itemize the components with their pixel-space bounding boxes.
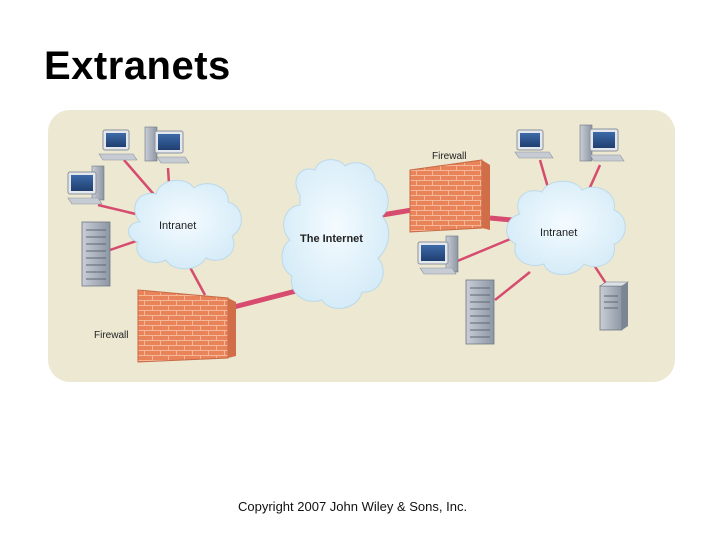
bottom-firewall	[137, 289, 236, 363]
left-intranet-label: Intranet	[159, 220, 196, 232]
workstation-icon	[98, 129, 138, 161]
copyright-footer: Copyright 2007 John Wiley & Sons, Inc.	[238, 499, 468, 514]
workstation-icon	[579, 124, 625, 162]
workstation-icon	[514, 129, 554, 159]
bottom-firewall-label: Firewall	[94, 330, 128, 341]
left-intranet-cloud	[128, 179, 242, 270]
right-intranet-label: Intranet	[540, 227, 577, 239]
rack-server-icon	[465, 279, 495, 345]
top-firewall-label: Firewall	[432, 151, 466, 162]
workstation-icon	[417, 235, 459, 275]
tower-server-icon	[599, 281, 629, 331]
right-intranet-cloud	[506, 180, 626, 275]
internet-cloud	[281, 159, 390, 309]
workstation-icon	[144, 126, 190, 164]
internet-label: The Internet	[300, 233, 363, 245]
rack-server-icon	[81, 221, 111, 287]
slide-title: Extranets	[44, 44, 231, 88]
top-firewall	[409, 159, 490, 233]
internet-links	[229, 207, 513, 311]
workstation-icon	[67, 165, 105, 205]
